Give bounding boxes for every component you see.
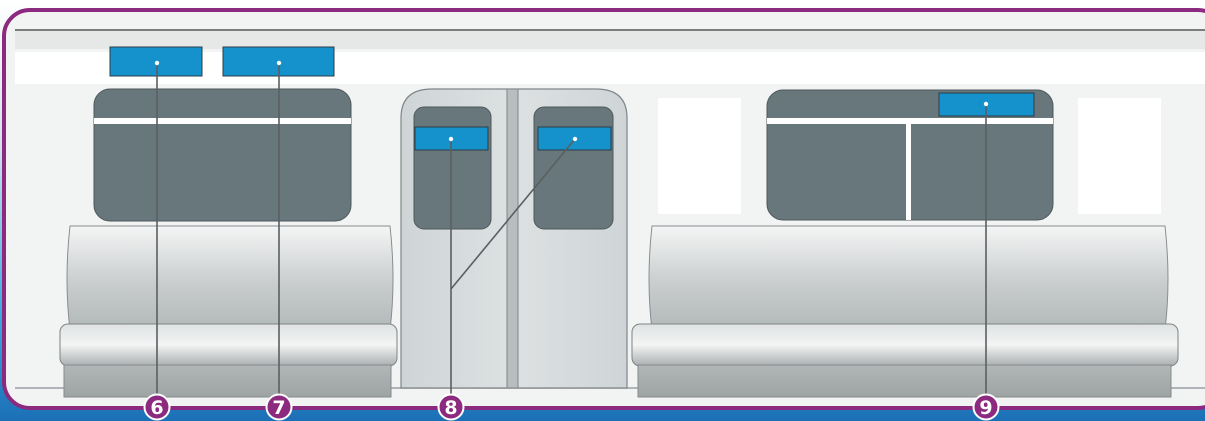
callout-badge-8: 8 [439, 395, 464, 420]
left-window [94, 89, 351, 221]
anchor-dot-7 [277, 61, 281, 65]
callout-label-6: 6 [150, 397, 163, 419]
callout-label-7: 7 [272, 397, 285, 419]
callout-badge-6: 6 [145, 395, 170, 420]
anchor-dot-8b [573, 137, 577, 141]
left-seat-base [64, 365, 391, 397]
callout-label-8: 8 [444, 397, 457, 419]
left-seat-backrest [67, 226, 393, 330]
right-seat [632, 226, 1178, 397]
callout-label-9: 9 [979, 397, 992, 419]
callout-badge-7: 7 [267, 395, 292, 420]
right-door-window [534, 107, 613, 229]
left-door-window [414, 107, 491, 229]
anchor-dot-8a [449, 137, 453, 141]
right-wall-panel-b [1078, 98, 1161, 214]
ceiling-strip [15, 31, 1205, 49]
right-seat-cushion [632, 324, 1178, 366]
callout-badge-9: 9 [974, 395, 999, 420]
anchor-dot-6 [155, 61, 159, 65]
right-wall-panel-a [658, 98, 741, 214]
door-seam [507, 89, 518, 388]
left-seat [60, 226, 397, 397]
left-seat-cushion [60, 324, 397, 366]
right-seat-backrest [649, 226, 1168, 330]
anchor-dot-9 [984, 102, 988, 106]
right-seat-base [638, 365, 1171, 397]
